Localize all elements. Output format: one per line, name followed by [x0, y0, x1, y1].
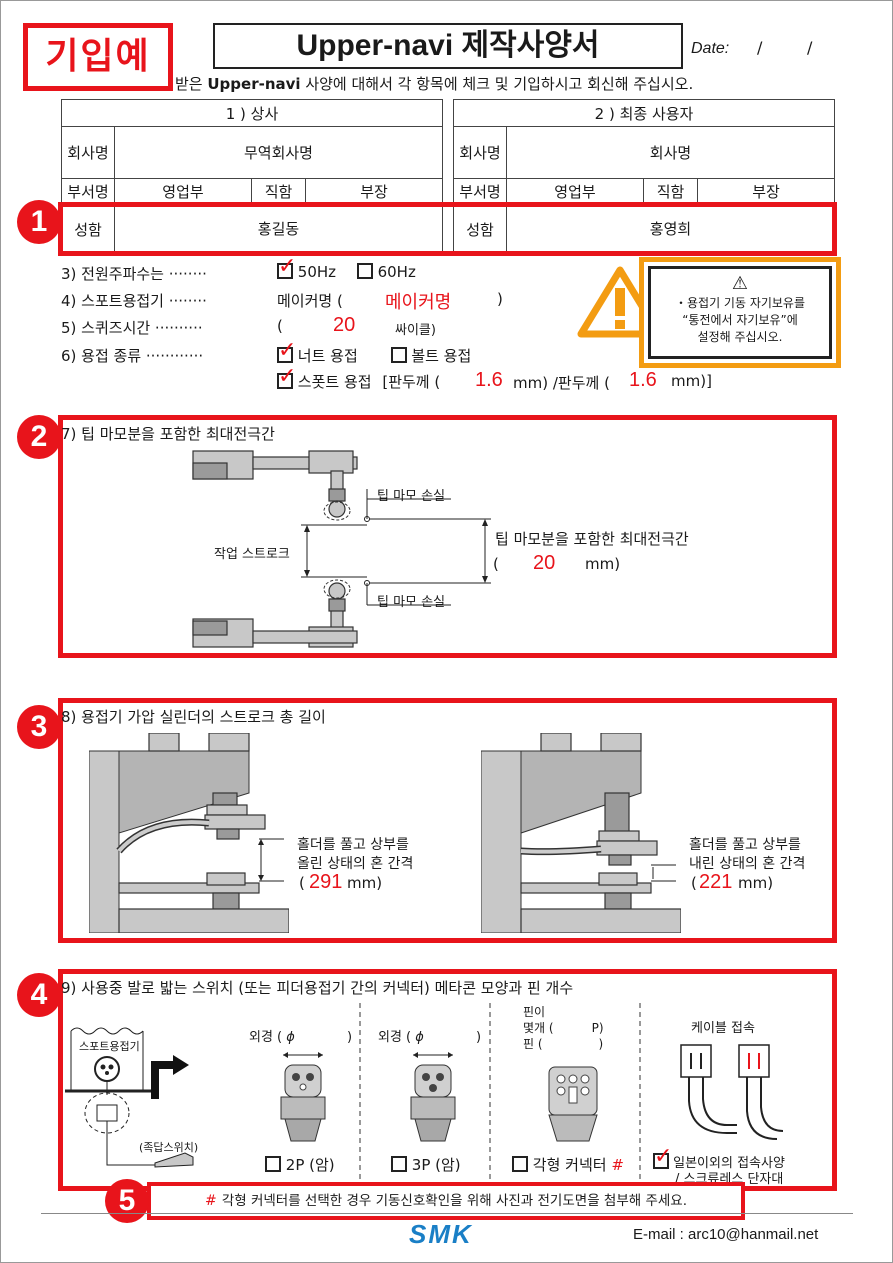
highlight-box-2 — [58, 415, 837, 658]
upper-lowered-line2: 내린 상태의 혼 간격 — [689, 856, 806, 872]
checkbox-3p[interactable] — [391, 1156, 407, 1172]
option-other-connection[interactable]: ✓ 일본이외의 접속사양 / 스크류레스 단자대 — [653, 1144, 785, 1187]
highlight-box-1 — [58, 202, 837, 256]
option-3p[interactable]: 3P (암) — [391, 1154, 461, 1175]
checkbox-2p[interactable] — [265, 1156, 281, 1172]
max-gap-label: 팁 마모분을 포함한 최대전극간 — [495, 530, 689, 548]
wear-loss-top-label: 팁 마모 손실 — [377, 489, 446, 504]
welder-maker-value[interactable]: 메이커명 — [385, 292, 452, 313]
check-mark-icon: ✓ — [278, 338, 297, 363]
welder-maker: 메이커명 ( — [277, 292, 343, 310]
position-label: 직함 — [643, 178, 698, 205]
welder-row: 4) 스포트용접기 ········ — [61, 292, 207, 310]
option-2p[interactable]: 2P (암) — [265, 1154, 335, 1175]
connector-2p-icon — [280, 1052, 326, 1142]
end-user-info-table: 2 ) 최종 사용자 회사명 회사명 부서명 영업부 직함 부장 성함 홍영희 — [453, 99, 835, 253]
foot-switch-label: (족답스위치) — [139, 1141, 199, 1154]
squeeze-row: 5) 스퀴즈시간 ·········· — [61, 319, 203, 337]
section7-title: 7) 팁 마모분을 포함한 최대전극간 — [61, 425, 275, 443]
step-badge-4: 4 — [17, 973, 61, 1017]
dept-label: 부서명 — [453, 178, 507, 205]
weld-type-options: ✓ 너트 용접 볼트 용접 — [277, 338, 472, 365]
end-user-dept-value[interactable]: 영업부 — [506, 178, 644, 205]
check-mark-icon: ✓ — [278, 364, 297, 389]
spot-weld-row: ✓ 스폿트 용접 [판두께 ( — [277, 364, 441, 391]
raised-gap-value[interactable]: 291 — [309, 871, 343, 893]
electrode-gap-diagram — [192, 450, 491, 648]
position-label: 직함 — [251, 178, 306, 205]
trader-heading: 1 ) 상사 — [61, 99, 443, 127]
welder-foot-switch-diagram — [65, 1027, 194, 1168]
cylinder-down-diagram — [481, 733, 681, 933]
example-badge: 기입예 — [23, 23, 173, 91]
connector-3p-icon — [410, 1052, 456, 1142]
dept-label: 부서명 — [61, 178, 115, 205]
col2-diameter-label: 외경 ( ϕ ) — [378, 1030, 482, 1045]
frequency-row: 3) 전원주파수는 ········ — [61, 265, 207, 283]
end-user-position-value[interactable]: 부장 — [697, 178, 835, 205]
checkbox-nut-weld[interactable]: ✓ — [277, 340, 296, 363]
trader-position-value[interactable]: 부장 — [305, 178, 443, 205]
checkbox-bolt-weld[interactable] — [390, 347, 407, 363]
upper-raised-line2: 올린 상태의 혼 간격 — [297, 856, 414, 872]
trader-info-table: 1 ) 상사 회사명 무역회사명 부서명 영업부 직함 부장 성함 홍길동 — [61, 99, 443, 253]
col1-diameter-label: 외경 ( ϕ ) — [249, 1030, 353, 1045]
footer-divider — [41, 1213, 853, 1214]
trader-dept-value[interactable]: 영업부 — [114, 178, 252, 205]
trader-company-value[interactable]: 무역회사명 — [114, 126, 443, 179]
checkbox-60hz[interactable] — [356, 263, 373, 279]
section8-title: 8) 용접기 가압 실린더의 스트로크 총 길이 — [61, 708, 326, 726]
pin-count-label: 핀이 몇개 (P) 핀 () — [523, 1005, 604, 1051]
warning-box: ⚠ ・용접기 기동 자기보유를 “통전에서 자기보유”에 설정해 주십시오. — [639, 257, 841, 368]
checkbox-other-connection[interactable]: ✓ — [653, 1146, 672, 1169]
welder-label: 스포트용접기 — [79, 1040, 140, 1053]
name-label: 성함 — [61, 204, 115, 253]
squeeze-value[interactable]: 20 — [333, 314, 356, 336]
checkbox-square-connector[interactable] — [512, 1156, 528, 1172]
checkbox-spot-weld[interactable]: ✓ — [277, 366, 296, 389]
thickness-value-2[interactable]: 1.6 — [629, 369, 657, 391]
option-square-connector[interactable]: 각형 커넥터 # — [512, 1154, 624, 1175]
company-label: 회사명 — [61, 126, 115, 179]
caution-icon: ⚠ — [731, 273, 749, 294]
end-user-heading: 2 ) 최종 사용자 — [453, 99, 835, 127]
section9-title: 9) 사용중 발로 밟는 스위치 (또는 피더용접기 간의 커넥터) 메타콘 모… — [61, 979, 574, 997]
wear-loss-bottom-label: 팁 마모 손실 — [377, 595, 446, 610]
note-box: # 각형 커넥터를 선택한 경우 기동신호확인을 위해 사진과 전기도면을 첨부… — [147, 1182, 745, 1220]
cylinder-up-diagram — [89, 733, 289, 933]
check-mark-icon: ✓ — [278, 254, 297, 279]
work-stroke-label: 작업 스트로크 — [214, 547, 290, 562]
contact-email[interactable]: E-mail : arc10@hanmail.net — [633, 1226, 819, 1243]
upper-raised-line1: 홀더를 풀고 상부를 — [297, 837, 409, 853]
smk-logo: SMK — [409, 1219, 473, 1249]
instruction-text: 받은 Upper-navi 사양에 대해서 각 항목에 체크 및 기입하시고 회… — [175, 75, 694, 93]
weld-type-row: 6) 용접 종류 ············ — [61, 347, 204, 365]
frequency-options: ✓ 50Hz 60Hz — [277, 254, 416, 281]
cable-connection-label: 케이블 접속 — [691, 1021, 755, 1036]
end-user-company-value[interactable]: 회사명 — [506, 126, 835, 179]
cable-connection-icon — [680, 1044, 784, 1140]
step-badge-5: 5 — [105, 1179, 149, 1223]
step-badge-1: 1 — [17, 200, 61, 244]
step-badge-2: 2 — [17, 415, 61, 459]
step-badge-3: 3 — [17, 705, 61, 749]
document-title: Upper-navi 제작사양서 — [213, 23, 683, 69]
thickness-value-1[interactable]: 1.6 — [475, 369, 503, 391]
highlight-box-3 — [58, 698, 837, 943]
upper-lowered-line1: 홀더를 풀고 상부를 — [689, 837, 801, 853]
max-gap-value[interactable]: 20 — [533, 552, 556, 574]
lowered-gap-value[interactable]: 221 — [699, 871, 733, 893]
check-mark-icon: ✓ — [654, 1144, 673, 1169]
company-label: 회사명 — [453, 126, 507, 179]
square-connector-icon — [548, 1066, 598, 1142]
date-field[interactable]: Date: / / — [691, 38, 813, 57]
column-dividers — [359, 1003, 641, 1179]
checkbox-50hz[interactable]: ✓ — [277, 256, 296, 279]
